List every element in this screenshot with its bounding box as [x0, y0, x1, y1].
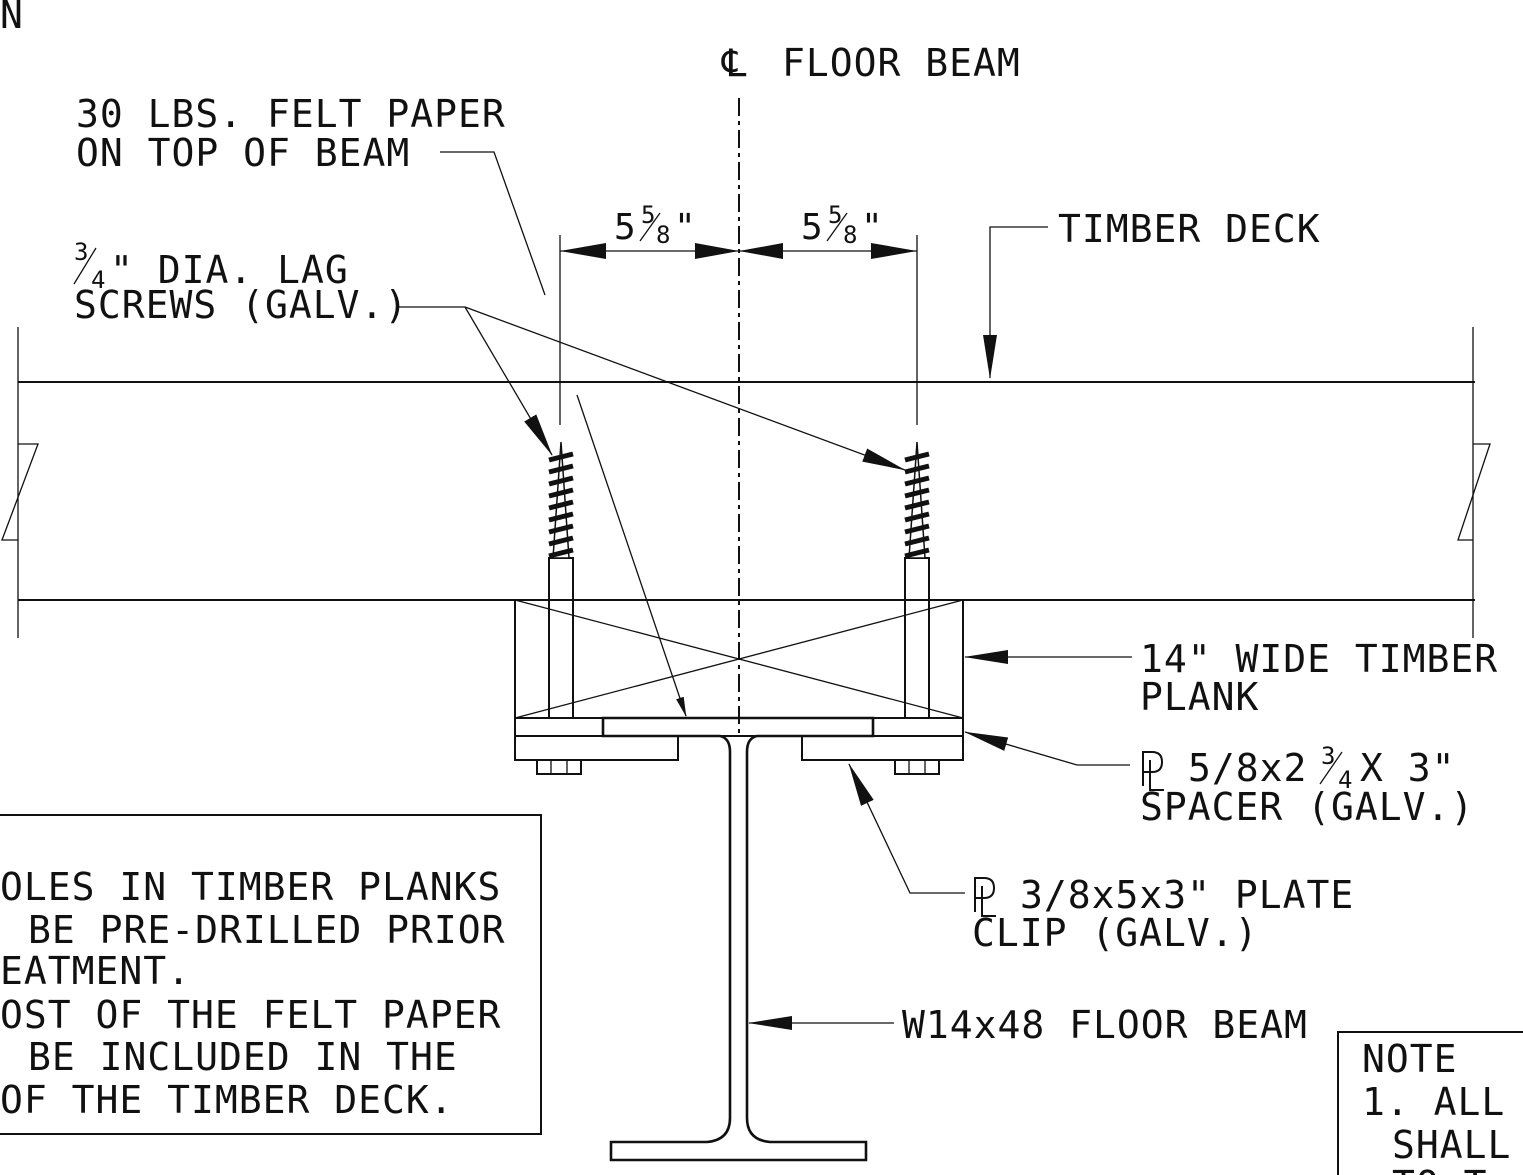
clip-label-line1: 3/8x5x3" PLATE [974, 873, 1354, 917]
leaders [398, 151, 1132, 1030]
felt-paper-label-line1: 30 LBS. FELT PAPER [76, 92, 506, 136]
lag-screws-label-line1: 3 4 " DIA. LAG [73, 238, 349, 294]
clip-label-line2: CLIP (GALV.) [972, 911, 1259, 955]
note-left-line-3: EATMENT. [0, 949, 191, 993]
left-break-symbol [1, 443, 39, 541]
centerline-symbol: ℄ [721, 41, 747, 85]
dimension-left-label: 5 5 8 " [614, 201, 696, 249]
plate-symbol [1142, 751, 1164, 791]
lag-screw-left [548, 441, 574, 719]
note-right-line-2: SHALL [1392, 1123, 1511, 1167]
note-left-line-6: OF THE TIMBER DECK. [0, 1078, 454, 1122]
svg-text:3: 3 [74, 238, 88, 266]
svg-text:X 3": X 3" [1360, 746, 1456, 790]
svg-text:3: 3 [1321, 742, 1335, 770]
note-left-line-5: BE INCLUDED IN THE [28, 1035, 458, 1079]
lag-screws-label-line2: SCREWS (GALV.) [74, 283, 408, 327]
svg-text:5/8x2: 5/8x2 [1188, 746, 1307, 790]
spacer-label-line2: SPACER (GALV.) [1140, 785, 1474, 829]
svg-text:3/8x5x3" PLATE: 3/8x5x3" PLATE [1020, 873, 1354, 917]
note-left-line-4: OST OF THE FELT PAPER [0, 993, 501, 1037]
spacer-label-line1: 5/8x2 3 4 X 3" [1142, 742, 1456, 794]
top-left-fragment: N [0, 0, 24, 37]
svg-text:8: 8 [656, 221, 670, 249]
bolt-nut-right [894, 759, 940, 775]
notes-box-left: OLES IN TIMBER PLANKS BE PRE-DRILLED PRI… [0, 814, 542, 1135]
beam-label: W14x48 FLOOR BEAM [902, 1003, 1308, 1047]
dimension-right-label: 5 5 8 " [801, 201, 883, 249]
timber-deck-label: TIMBER DECK [1058, 207, 1321, 251]
svg-text:": " [861, 207, 883, 248]
dimension-spacing [559, 235, 918, 425]
plate-symbol [974, 877, 996, 917]
svg-text:5: 5 [828, 201, 842, 229]
note-left-line-2: BE PRE-DRILLED PRIOR [28, 908, 506, 952]
spacer-plates [514, 717, 964, 761]
w14x48-floor-beam [601, 716, 875, 1162]
timber-deck [1, 327, 1491, 638]
svg-text:5: 5 [641, 201, 655, 229]
notes-box-right: NOTE 1. ALL H SHALL TO T [1337, 1031, 1523, 1175]
svg-text:5: 5 [801, 207, 823, 248]
note-right-line-1: 1. ALL H [1362, 1080, 1523, 1124]
plate-clip-right [801, 735, 964, 761]
bolt-nut-left [536, 759, 582, 775]
note-left-line-1: OLES IN TIMBER PLANKS [0, 865, 501, 909]
right-break-symbol [1457, 443, 1491, 541]
plank-label-line1: 14" WIDE TIMBER [1140, 637, 1498, 681]
note-right-line-3: TO T [1392, 1163, 1488, 1175]
felt-paper-label-line2: ON TOP OF BEAM [76, 131, 410, 175]
svg-text:4: 4 [1338, 766, 1352, 794]
svg-text:4: 4 [91, 266, 105, 294]
lag-screw-right [904, 441, 930, 719]
note-right-title: NOTE [1362, 1037, 1458, 1081]
floor-beam-centerline-label: FLOOR BEAM [782, 41, 1021, 85]
svg-text:": " [674, 207, 696, 248]
plank-label-line2: PLANK [1140, 675, 1259, 719]
svg-text:8: 8 [843, 221, 857, 249]
svg-text:" DIA. LAG: " DIA. LAG [110, 248, 349, 292]
plate-clip-left [514, 735, 679, 761]
svg-text:5: 5 [614, 207, 636, 248]
